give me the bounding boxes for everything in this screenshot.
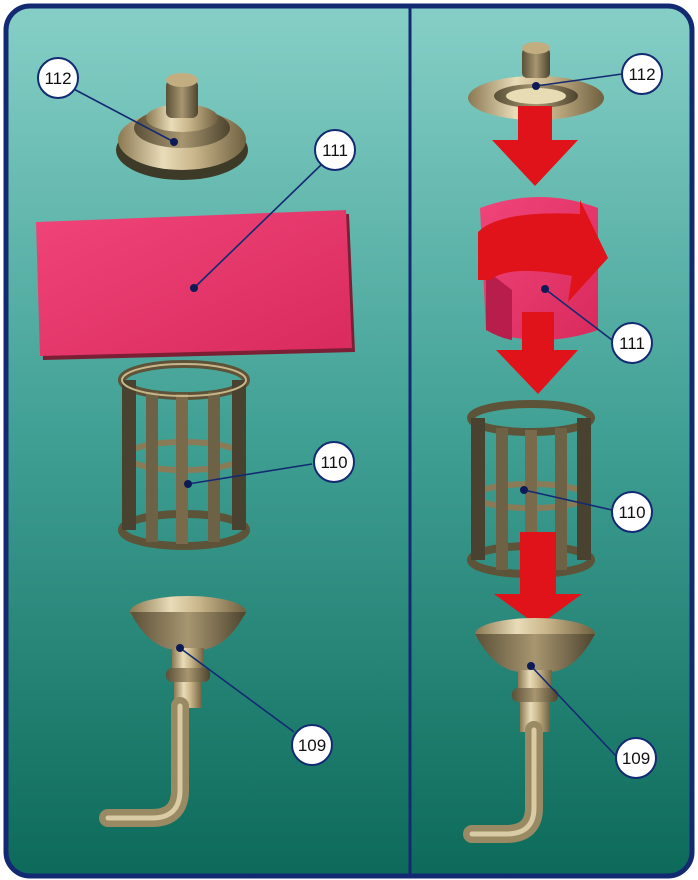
callout-right-112: 112 xyxy=(622,54,662,94)
callout-right-110-label: 110 xyxy=(618,503,645,522)
callout-right-109-label: 109 xyxy=(622,749,650,768)
callout-left-112: 112 xyxy=(38,58,78,98)
callout-left-111: 111 xyxy=(315,130,355,170)
callout-right-109: 109 xyxy=(616,738,656,778)
callout-left-110-label: 110 xyxy=(320,453,347,472)
callout-left-109-label: 109 xyxy=(298,736,326,755)
callout-left-111-label: 111 xyxy=(322,141,348,160)
callout-right-111-label: 111 xyxy=(619,334,645,353)
callout-left-110: 110 xyxy=(314,442,354,482)
callout-left-112-label: 112 xyxy=(44,69,71,88)
callout-right-112-label: 112 xyxy=(628,65,655,84)
callout-right-111: 111 xyxy=(612,323,652,363)
callout-left-109: 109 xyxy=(292,725,332,765)
callout-right-110: 110 xyxy=(612,492,652,532)
